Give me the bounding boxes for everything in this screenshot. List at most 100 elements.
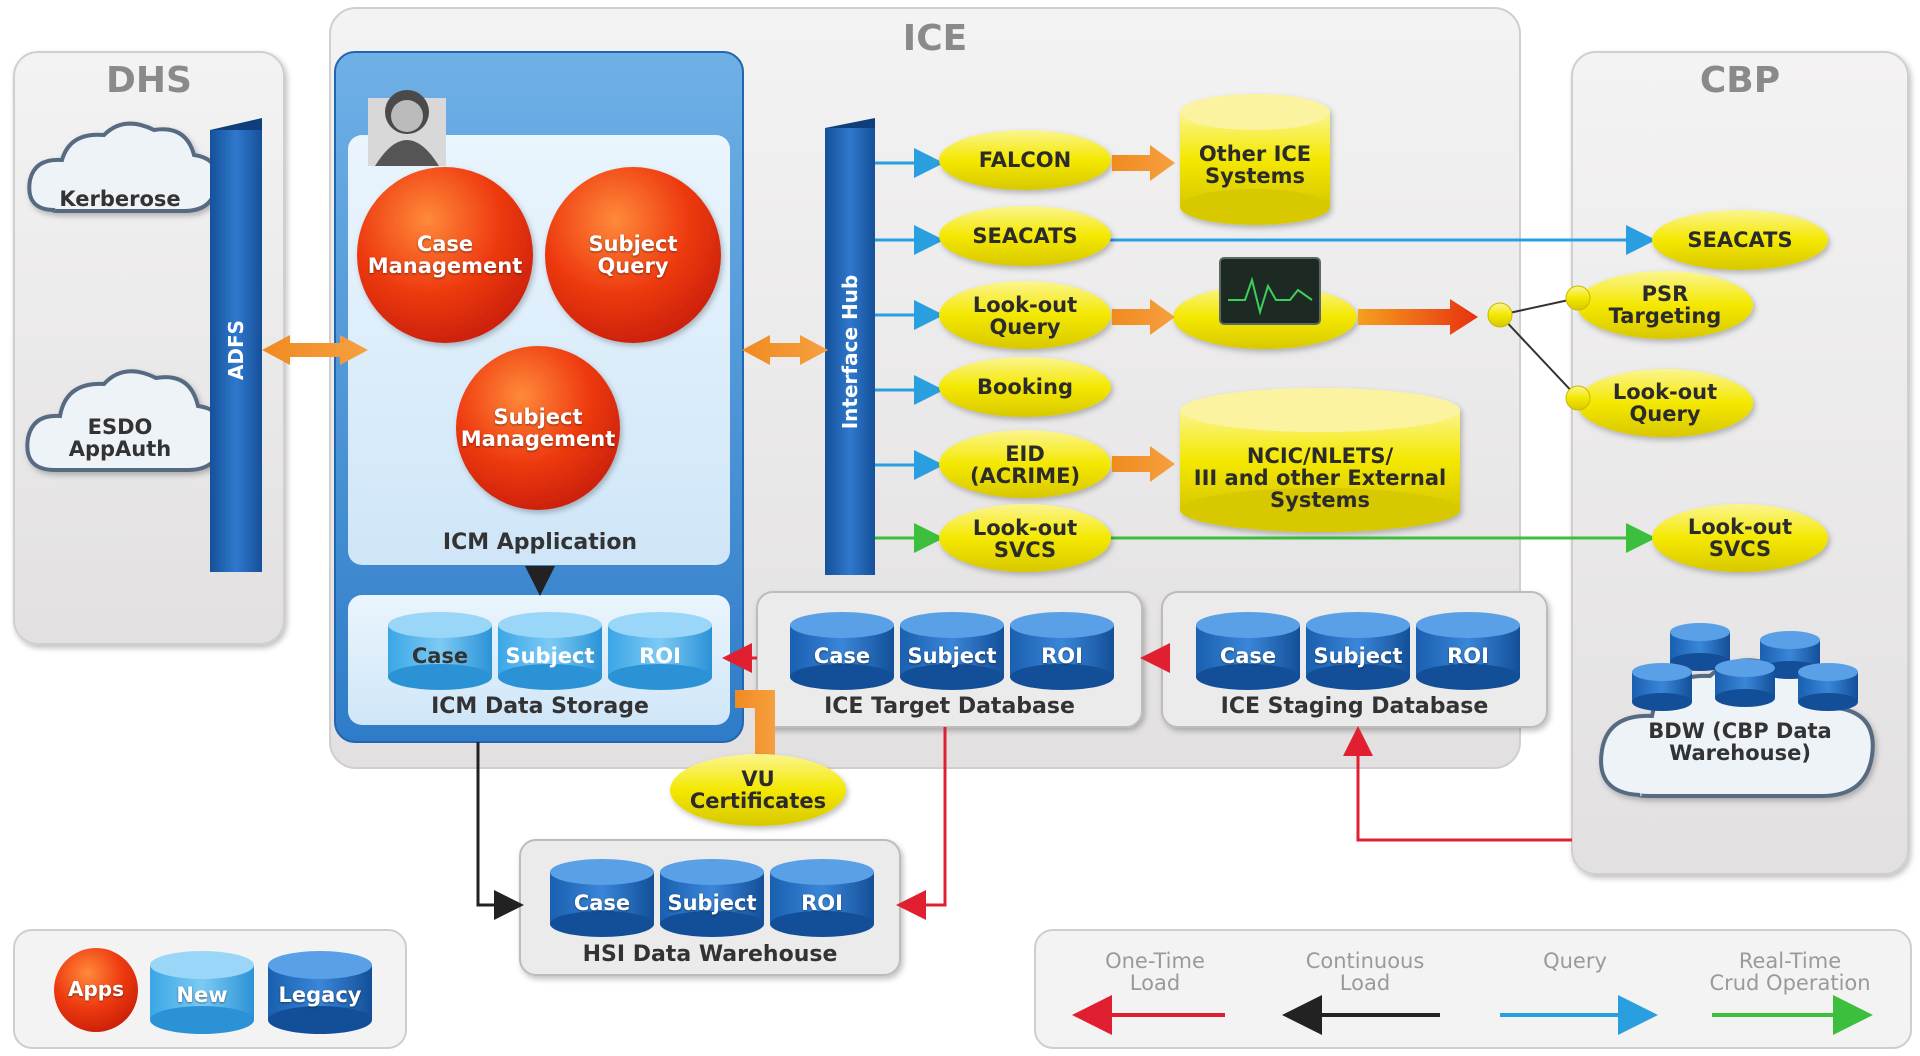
legend-right: [1034, 929, 1912, 1049]
adfs-label: ADFS: [224, 319, 248, 381]
bdw-label: BDW (CBP Data Warehouse): [1620, 714, 1860, 770]
esdo-label: ESDO AppAuth: [40, 410, 200, 466]
cbp-lookout-svcs: [1652, 504, 1828, 572]
branch-dot: [1487, 302, 1513, 328]
subject-query-line1: Subject: [588, 231, 678, 256]
subject-management-line1: Subject: [493, 404, 583, 429]
cbp-psr-targeting: [1577, 271, 1753, 339]
hsi-warehouse-subject-db: [660, 859, 764, 937]
bdw-line1: BDW (CBP Data: [1648, 718, 1832, 743]
legend-query-label: Query: [1543, 948, 1607, 973]
cbp-lookout-svcs-line1: Look-out: [1687, 514, 1793, 539]
lookout-svcs-line1: Look-out: [972, 515, 1078, 540]
subject-management-line2: Management: [460, 427, 616, 451]
falcon-other-arrow: [1112, 145, 1175, 181]
eid-line2: (ACRIME): [969, 464, 1081, 488]
legend-new-label: New: [176, 982, 228, 1007]
falcon-service: [939, 130, 1111, 190]
seacats-label: SEACATS: [972, 223, 1078, 248]
icm-storage-roi-label: ROI: [639, 643, 681, 668]
cbp-psr-label: PSR Targeting: [1580, 279, 1750, 331]
lookout-connector-dot: [1565, 385, 1591, 411]
cbp-lookout-svcs-label: Look-out SVCS: [1652, 512, 1828, 564]
ncic-line3: Systems: [1270, 488, 1370, 513]
adfs-bar: [210, 118, 262, 572]
hsi-warehouse-roi-label: ROI: [801, 890, 843, 915]
icm-storage-label: ICM Data Storage: [431, 694, 649, 720]
icm-application-label: ICM Application: [442, 530, 638, 556]
vu-line2: Certificates: [689, 789, 827, 813]
continuous-line1: Continuous: [1305, 948, 1425, 973]
continuous-line2: Load: [1339, 971, 1391, 995]
kerberose-cloud: [27, 121, 219, 213]
target-hsi-load: [896, 727, 947, 920]
ice-staging-db-label: ICE Staging Database: [1220, 694, 1489, 720]
other-ice-line2: Systems: [1205, 164, 1305, 188]
lookout-monitor-arrow: [1112, 299, 1175, 335]
dhs-title: DHS: [106, 60, 192, 101]
vu-certificates-label: VU Certificates: [670, 764, 846, 816]
eid-ncic-arrow: [1112, 446, 1175, 482]
esdo-line2: AppAuth: [68, 437, 172, 461]
icm-storage-roi-db: [608, 612, 712, 690]
other-ice-label: Other ICE Systems: [1180, 138, 1330, 192]
legend-apps-label: Apps: [67, 976, 124, 1001]
case-management-label: Case Management: [357, 225, 533, 285]
hsi-warehouse-subject-label: Subject: [667, 890, 757, 915]
psr-connector-dot: [1565, 285, 1591, 311]
ice-target-db-label: ICE Target Database: [824, 694, 1075, 720]
lookout-svcs-line2: SVCS: [993, 538, 1057, 562]
vu-certificates: [670, 754, 846, 826]
ncic-external-systems-db: [1180, 388, 1460, 532]
kerberose-label: Kerberose: [59, 186, 181, 211]
avatar: [368, 90, 446, 166]
cbp-lookout-svcs-line2: SVCS: [1708, 537, 1772, 561]
interface-hub-bar: [825, 118, 875, 575]
ice-target-subject-db: [900, 612, 1004, 690]
cbp-seacats-label: SEACATS: [1687, 227, 1793, 252]
ice-staging-subject-db: [1306, 612, 1410, 690]
monitor-icon: [1219, 257, 1321, 325]
adfs-icm-arrow: [262, 335, 368, 365]
ice-target-roi-db: [1010, 612, 1114, 690]
icm-storage-case-db: [388, 612, 492, 690]
vu-connector: [735, 690, 775, 770]
eid-label: EID (ACRIME): [939, 439, 1111, 491]
cbp-title: CBP: [1699, 60, 1781, 101]
other-ice-line1: Other ICE: [1198, 141, 1312, 166]
lookout-query-line2: Query: [989, 315, 1061, 339]
bdw-line2: Warehouse): [1669, 741, 1811, 765]
branch-lookout-line: [1499, 314, 1579, 399]
ice-staging-roi-label: ROI: [1447, 643, 1489, 668]
eid-line1: EID: [1005, 441, 1045, 466]
legend-legacy-label: Legacy: [278, 982, 362, 1007]
ice-target-case-db: [790, 612, 894, 690]
case-management-app: [357, 167, 533, 343]
hsi-warehouse-label: HSI Data Warehouse: [582, 942, 838, 968]
ncic-label: NCIC/NLETS/ III and other External Syste…: [1180, 438, 1460, 518]
lookout-svcs-label: Look-out SVCS: [939, 513, 1111, 565]
ice-staging-case-label: Case: [1219, 643, 1277, 668]
legend-legacy-db: [268, 951, 372, 1034]
hsi-warehouse-roi-db: [770, 859, 874, 937]
subject-management-app: [456, 346, 620, 510]
cbp-staging-load: [1343, 726, 1572, 842]
realtime-line1: Real-Time: [1738, 948, 1842, 973]
subject-query-line2: Query: [597, 254, 669, 278]
cbp-lookout-query-line2: Query: [1629, 402, 1701, 426]
subject-query-label: Subject Query: [545, 225, 721, 285]
onetime-line2: Load: [1129, 971, 1181, 995]
case-management-line1: Case: [416, 231, 474, 256]
psr-line2: Targeting: [1608, 304, 1722, 328]
esdo-line1: ESDO: [87, 414, 153, 439]
legend-apps-ball: [54, 948, 138, 1032]
monitor-cbp-arrow: [1358, 299, 1478, 335]
onetime-line1: One-Time: [1105, 948, 1205, 973]
lookout-query-line1: Look-out: [972, 292, 1078, 317]
legend-continuous-label: Continuous Load: [1285, 946, 1445, 998]
branch-psr-line: [1499, 297, 1579, 316]
lookout-query-label: Look-out Query: [939, 290, 1111, 342]
icm-storage-subject-db: [498, 612, 602, 690]
ice-staging-case-db: [1196, 612, 1300, 690]
